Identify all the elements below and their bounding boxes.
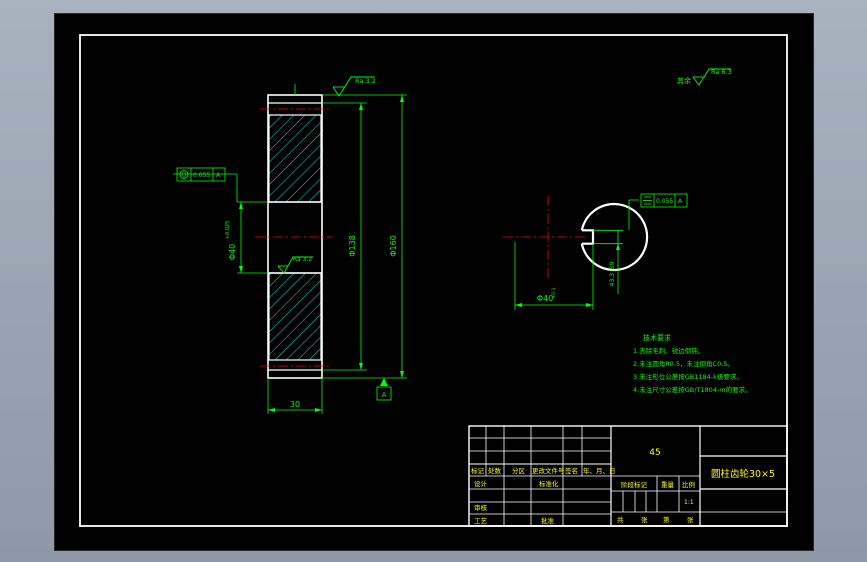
rev-header: 年、月、日 — [583, 466, 616, 475]
roughness-general-symbol: 其余 Ra 6.3 — [677, 68, 732, 86]
datum-label-text: A — [382, 391, 387, 399]
roughness-general-text: Ra 6.3 — [711, 68, 732, 76]
runout-tol-text: 0.055 — [193, 172, 210, 179]
roughness-bore-text: Ra 3.2 — [293, 256, 312, 263]
sheet-label: 第 — [663, 515, 670, 524]
roughness-general-prefix: 其余 — [677, 76, 691, 85]
datum-a-symbol: A — [376, 378, 392, 401]
stage-label: 阶段标记 — [621, 480, 648, 489]
section-dimensions — [173, 94, 407, 414]
rev-header: 签名 — [565, 466, 578, 475]
tech-req-item: 3.未注形位公差按GB1184-k级要求。 — [633, 372, 743, 381]
bore-circle — [580, 202, 649, 272]
part-name-text: 圆柱齿轮30×5 — [711, 468, 775, 480]
sheet-label: 张 — [641, 515, 648, 524]
rev-header: 分区 — [512, 466, 526, 475]
role-mid-label: 批准 — [541, 516, 555, 525]
rev-header: 处数 — [488, 466, 502, 475]
dim-keyway-text: 43.3 JS9 — [609, 261, 616, 286]
drawing-border — [79, 34, 788, 527]
rev-header: 更改文件号 — [532, 466, 565, 475]
roughness-bore-symbol: Ra 3.2 — [277, 256, 313, 274]
symmetry-tol-text: 0.055 — [656, 198, 673, 205]
symmetry-tolerance-frame: 0.055 A — [640, 193, 688, 208]
runout-datum-text: A — [216, 172, 221, 179]
dim-root-text: Φ138 — [348, 235, 357, 257]
tech-req-title: 技术要求 — [643, 333, 671, 342]
runout-tolerance-frame: 0.055 A — [176, 167, 226, 182]
sheet-label: 共 — [617, 515, 624, 524]
sheet-label: 张 — [687, 515, 694, 524]
roughness-top-symbol: Ra 3.2 — [294, 76, 376, 97]
side-dimensions — [514, 199, 639, 310]
roughness-top-text: Ra 3.2 — [355, 77, 376, 85]
scale-label: 比例 — [682, 480, 695, 489]
dim-bore-side-text: Φ40 — [537, 294, 553, 303]
gear-section-view — [255, 94, 333, 379]
hatch-upper — [268, 114, 322, 203]
role-mid-label: 标准化 — [539, 479, 559, 488]
runout-icon — [179, 170, 189, 179]
dim-bore-side-tol-text: +0.1 — [551, 287, 557, 298]
section-arrowheads — [239, 95, 404, 412]
tech-req-item: 4.未注尺寸公差按GB/T1804-m的要求。 — [633, 385, 752, 394]
dim-bore-text: Φ40 — [228, 244, 237, 260]
symmetry-datum-text: A — [678, 198, 683, 205]
rev-header: 标记 — [471, 466, 485, 475]
keyway — [581, 229, 595, 245]
technical-requirements: 技术要求 1.去除毛刺、锐边倒钝。 2.未注圆角R0.5，未注倒角C0.5。 3… — [633, 333, 752, 394]
tech-req-item: 2.未注圆角R0.5，未注倒角C0.5。 — [633, 359, 734, 368]
role-label: 设计 — [474, 479, 488, 488]
scale-value: 1:1 — [684, 499, 694, 506]
bore-side-view — [503, 196, 649, 278]
weight-label: 重量 — [661, 481, 675, 489]
title-block — [468, 425, 788, 527]
material-text: 45 — [649, 448, 660, 458]
dim-width-text: 30 — [290, 400, 300, 409]
role-label: 工艺 — [474, 517, 488, 525]
drawing-canvas: Φ138 Φ160 Φ40 +0.025 30 Ra 3.2 Ra 3.2 — [79, 34, 788, 527]
drawing-viewport[interactable]: Φ138 Φ160 Φ40 +0.025 30 Ra 3.2 Ra 3.2 — [54, 13, 814, 551]
dim-bore-tol-text: +0.025 — [225, 221, 231, 240]
hatch-lower — [268, 272, 322, 361]
role-label: 审核 — [474, 503, 488, 512]
tech-req-item: 1.去除毛刺、锐边倒钝。 — [633, 346, 704, 355]
dim-tip-text: Φ160 — [389, 235, 398, 257]
